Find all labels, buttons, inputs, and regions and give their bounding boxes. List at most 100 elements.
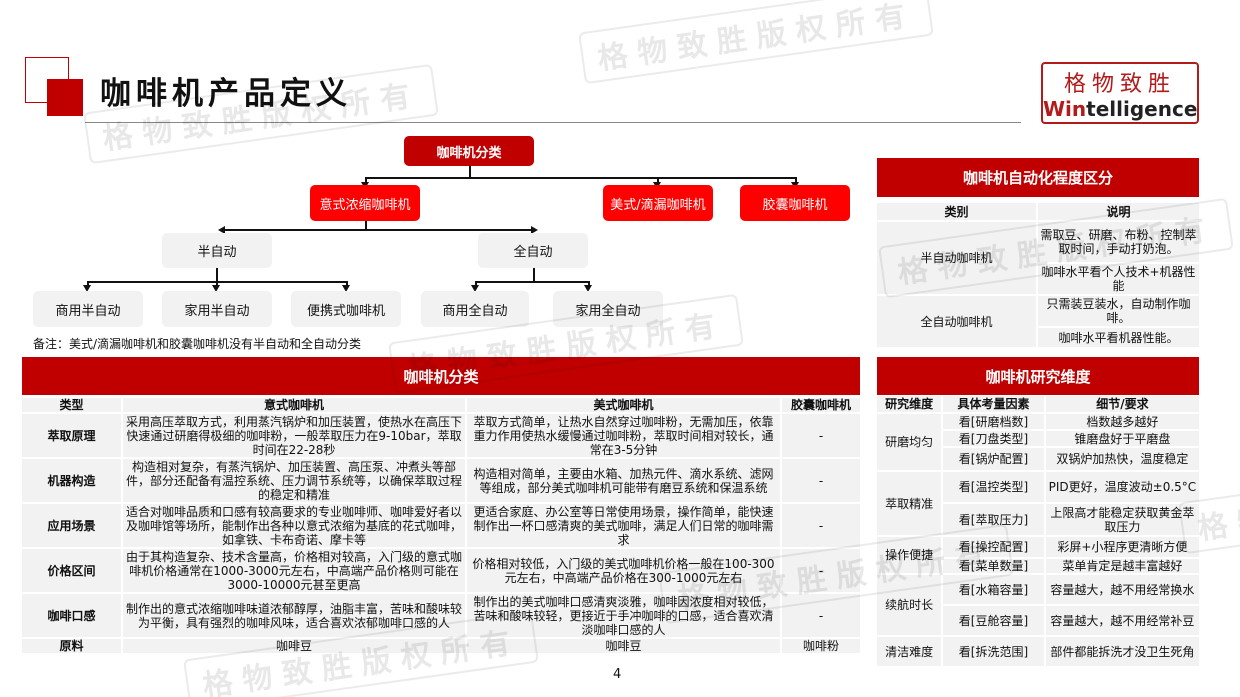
table-row: 看[刀盘类型] 锥磨盘好于平磨盘 — [877, 431, 1199, 446]
category-cell: 全自动咖啡机 — [877, 296, 1036, 347]
capsule-cell: - — [782, 549, 860, 592]
title-divider — [85, 122, 1021, 123]
desc-cell: 需取豆、研磨、布粉、控制萃取时间，手动打奶泡。 — [1037, 222, 1199, 262]
dimension-cell: 研磨均匀 — [877, 414, 942, 470]
row-header: 应用场景 — [22, 504, 121, 547]
tree-root-node: 咖啡机分类 — [404, 136, 534, 166]
title-decoration-square — [47, 79, 83, 116]
table-row: 看[萃取压力] 上限高才能稳定获取黄金萃取压力 — [877, 504, 1199, 535]
tree-node-commercial-full: 商用全自动 — [421, 291, 529, 327]
detail-cell: 双锅炉加热快，温度稳定 — [1045, 448, 1199, 470]
detail-cell: 部件都能拆洗才没卫生死角 — [1045, 637, 1199, 666]
american-cell: 价格相对较低，入门级的美式咖啡机价格一般在100-300元左右，中高端产品价格在… — [467, 549, 780, 592]
table-row: 操作便捷 看[操控配置] 彩屏+小程序更清晰方便 — [877, 537, 1199, 573]
column-header: 美式咖啡机 — [467, 398, 780, 412]
espresso-cell: 制作出的意式浓缩咖啡味道浓郁醇厚，油脂丰富，苦味和酸味较为平衡，具有强烈的咖啡风… — [123, 594, 465, 637]
dimension-cell: 续航时长 — [877, 575, 942, 635]
capsule-cell: - — [782, 504, 860, 547]
row-header: 咖啡口感 — [22, 594, 121, 637]
column-header: 类型 — [22, 398, 121, 412]
factor-cell: 看[水箱容量] — [943, 575, 1044, 604]
espresso-cell: 采用高压萃取方式，利用蒸汽锅炉和加压装置，使热水在高压下快速通过研磨得极细的咖啡… — [123, 414, 465, 457]
table-row: 看[豆舱容量] 容量越大，越不用经常补豆 — [877, 606, 1199, 635]
classification-table-title: 咖啡机分类 — [22, 357, 860, 395]
detail-cell: PID更好，温度波动±0.5°C — [1045, 472, 1199, 502]
american-cell: 构造相对简单，主要由水箱、加热元件、滴水系统、滤网等组成，部分美式咖啡机可能带有… — [467, 459, 780, 502]
logo-english: Wintelligence — [1043, 97, 1198, 121]
tree-node-home-semi: 家用半自动 — [162, 291, 272, 327]
american-cell: 制作出的美式咖啡口感清爽淡雅，咖啡因浓度相对较低，苦味和酸味较轻，更接近于手冲咖… — [467, 594, 780, 637]
detail-cell: 锥磨盘好于平磨盘 — [1045, 431, 1199, 446]
research-table: 研究维度 具体考量因素 细节/要求 研磨均匀 看[研磨档数] 档数越多越好 看[… — [875, 394, 1201, 668]
factor-cell: 看[研磨档数] — [943, 414, 1044, 429]
dimension-cell: 操作便捷 — [877, 537, 942, 573]
factor-cell: 看[刀盘类型] — [943, 431, 1044, 446]
factor-cell: 看[菜单数量] — [943, 559, 1044, 573]
classification-table: 类型 意式咖啡机 美式咖啡机 胶囊咖啡机 萃取原理 采用高压萃取方式，利用蒸汽锅… — [20, 396, 862, 655]
table-row: 应用场景 适合对咖啡品质和口感有较高要求的专业咖啡师、咖啡爱好者以及咖啡馆等场所… — [22, 504, 860, 547]
tree-node-capsule: 胶囊咖啡机 — [740, 185, 850, 221]
table-row: 咖啡口感 制作出的意式浓缩咖啡味道浓郁醇厚，油脂丰富，苦味和酸味较为平衡，具有强… — [22, 594, 860, 637]
espresso-cell: 咖啡豆 — [123, 639, 465, 653]
factor-cell: 看[操控配置] — [943, 537, 1044, 557]
factor-cell: 看[萃取压力] — [943, 504, 1044, 535]
watermark: 格物致胜版权所有 — [578, 0, 934, 85]
column-header: 胶囊咖啡机 — [782, 398, 860, 412]
tree-footnote: 备注：美式/滴漏咖啡机和胶囊咖啡机没有半自动和全自动分类 — [33, 337, 362, 351]
table-row: 全自动咖啡机 只需装豆装水，自动制作咖啡。 — [877, 296, 1199, 347]
tree-node-home-full: 家用全自动 — [553, 291, 663, 327]
tree-node-full-auto: 全自动 — [478, 233, 588, 268]
brand-logo: 格物致胜 Wintelligence — [1041, 62, 1199, 124]
espresso-cell: 由于其构造复杂、技术含量高，价格相对较高，入门级的意式咖啡机价格通常在1000-… — [123, 549, 465, 592]
automation-table: 类别 说明 半自动咖啡机 需取豆、研磨、布粉、控制萃取时间，手动打奶泡。 咖啡水… — [875, 201, 1201, 349]
factor-cell: 看[锅炉配置] — [943, 448, 1044, 470]
capsule-cell: - — [782, 414, 860, 457]
tree-node-espresso: 意式浓缩咖啡机 — [310, 185, 420, 221]
category-cell: 半自动咖啡机 — [877, 222, 1036, 294]
column-header: 类别 — [877, 203, 1036, 220]
capsule-cell: - — [782, 459, 860, 502]
table-row: 续航时长 看[水箱容量] 容量越大，越不用经常换水 — [877, 575, 1199, 635]
table-row: 半自动咖啡机 需取豆、研磨、布粉、控制萃取时间，手动打奶泡。 — [877, 222, 1199, 294]
column-header: 细节/要求 — [1045, 396, 1199, 412]
table-row: 咖啡水平看个人技术+机器性能 — [877, 264, 1199, 294]
row-header: 原料 — [22, 639, 121, 653]
factor-cell: 看[拆洗范围] — [943, 637, 1044, 666]
tree-node-american-drip: 美式/滴漏咖啡机 — [603, 185, 713, 221]
table-row: 机器构造 构造相对复杂，有蒸汽锅炉、加压装置、高压泵、冲煮头等部件，部分还配备有… — [22, 459, 860, 502]
american-cell: 咖啡豆 — [467, 639, 780, 653]
dimension-cell: 清洁难度 — [877, 637, 942, 666]
row-header: 机器构造 — [22, 459, 121, 502]
tree-node-semi-auto: 半自动 — [162, 233, 272, 268]
capsule-cell: - — [782, 594, 860, 637]
espresso-cell: 适合对咖啡品质和口感有较高要求的专业咖啡师、咖啡爱好者以及咖啡馆等场所，能制作出… — [123, 504, 465, 547]
page-number: 4 — [613, 667, 622, 682]
table-row: 研磨均匀 看[研磨档数] 档数越多越好 — [877, 414, 1199, 470]
detail-cell: 容量越大，越不用经常补豆 — [1045, 606, 1199, 635]
detail-cell: 容量越大，越不用经常换水 — [1045, 575, 1199, 604]
column-header: 说明 — [1037, 203, 1199, 220]
american-cell: 萃取方式简单，让热水自然穿过咖啡粉，无需加压，依靠重力作用使热水缓慢通过咖啡粉，… — [467, 414, 780, 457]
table-row: 看[锅炉配置] 双锅炉加热快，温度稳定 — [877, 448, 1199, 470]
table-row: 咖啡水平看机器性能。 — [877, 328, 1199, 347]
desc-cell: 只需装豆装水，自动制作咖啡。 — [1037, 296, 1199, 326]
column-header: 研究维度 — [877, 396, 942, 412]
factor-cell: 看[温控类型] — [943, 472, 1044, 502]
table-row: 价格区间 由于其构造复杂、技术含量高，价格相对较高，入门级的意式咖啡机价格通常在… — [22, 549, 860, 592]
detail-cell: 菜单肯定是越丰富越好 — [1045, 559, 1199, 573]
table-row: 看[菜单数量] 菜单肯定是越丰富越好 — [877, 559, 1199, 573]
table-row: 萃取精准 看[温控类型] PID更好，温度波动±0.5°C — [877, 472, 1199, 535]
page-title: 咖啡机产品定义 — [100, 76, 352, 112]
table-row: 萃取原理 采用高压萃取方式，利用蒸汽锅炉和加压装置，使热水在高压下快速通过研磨得… — [22, 414, 860, 457]
dimension-cell: 萃取精准 — [877, 472, 942, 535]
research-table-title: 咖啡机研究维度 — [877, 357, 1199, 395]
factor-cell: 看[豆舱容量] — [943, 606, 1044, 635]
row-header: 萃取原理 — [22, 414, 121, 457]
tree-node-commercial-semi: 商用半自动 — [33, 291, 143, 327]
desc-cell: 咖啡水平看机器性能。 — [1037, 328, 1199, 347]
automation-table-title: 咖啡机自动化程度区分 — [877, 158, 1199, 197]
logo-chinese: 格物致胜 — [1063, 72, 1176, 97]
capsule-cell: 咖啡粉 — [782, 639, 860, 653]
desc-cell: 咖啡水平看个人技术+机器性能 — [1037, 264, 1199, 294]
american-cell: 更适合家庭、办公室等日常使用场景，操作简单，能快速制作出一杯口感清爽的美式咖啡，… — [467, 504, 780, 547]
